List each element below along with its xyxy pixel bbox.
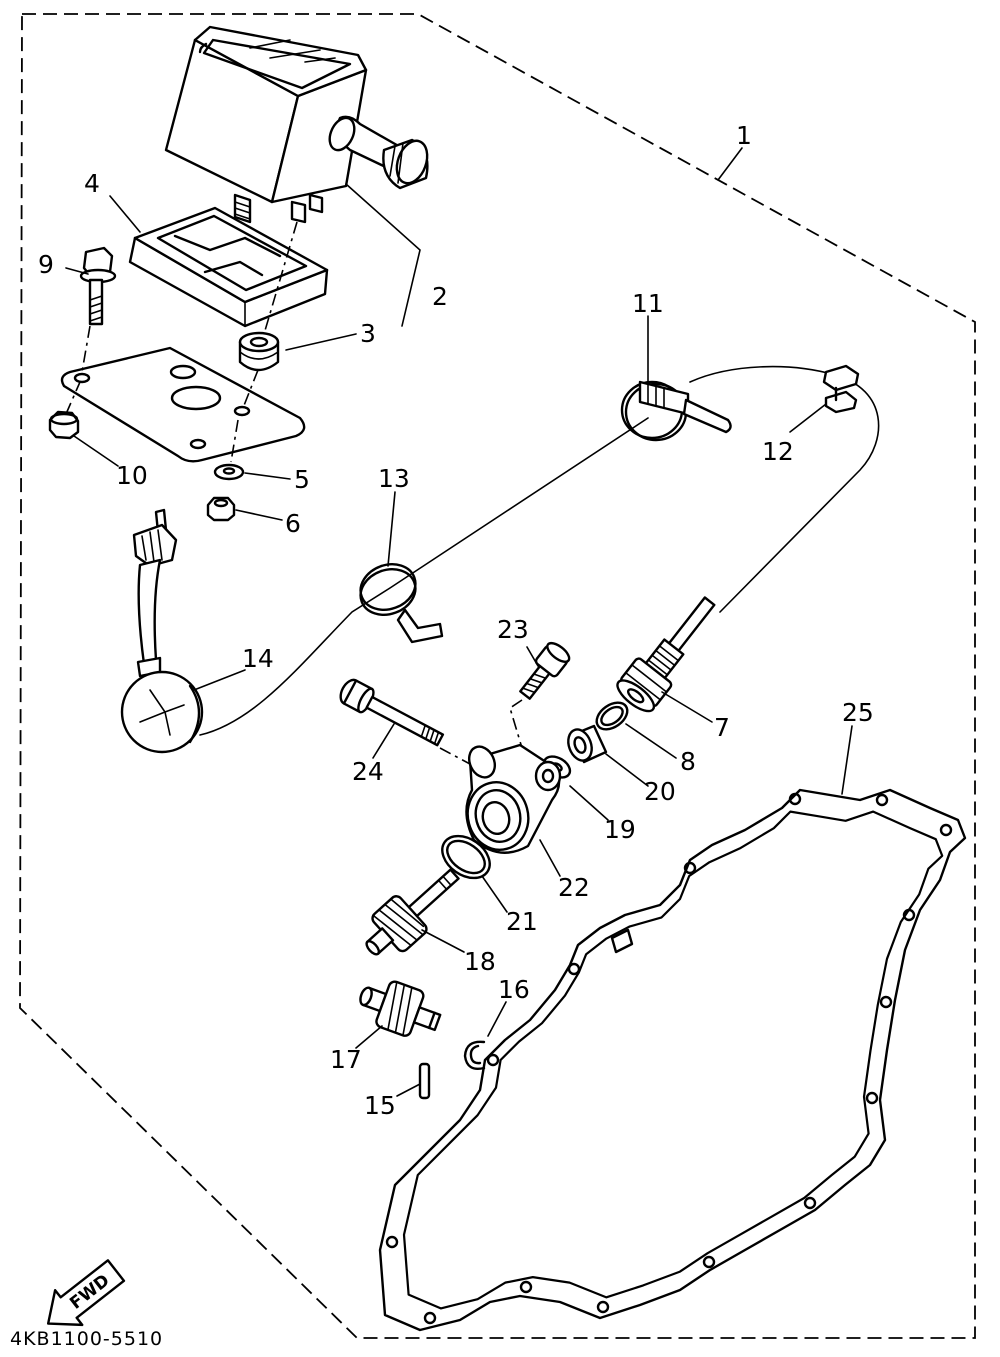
gasket-bolt-holes	[385, 792, 953, 1325]
circlip-16	[463, 1040, 486, 1070]
callout-3: 3	[360, 319, 376, 348]
callout-24: 24	[352, 757, 384, 786]
callout-1: 1	[736, 121, 752, 150]
callout-25: 25	[842, 698, 874, 727]
bolt-24	[339, 678, 445, 747]
bolt-23	[519, 641, 571, 700]
driven-gear-17	[359, 980, 442, 1037]
assembly-boundary	[19, 13, 976, 1339]
callout-7: 7	[714, 713, 730, 742]
gasket-25	[378, 788, 967, 1332]
meter-assembly	[164, 25, 429, 224]
forward-arrow-icon	[46, 1259, 126, 1327]
callout-12: 12	[762, 437, 794, 466]
diagram-code: 4KB1100-5510	[10, 1328, 163, 1350]
callout-17: 17	[330, 1045, 362, 1074]
gear-housing	[465, 743, 562, 854]
callout-2: 2	[432, 282, 448, 311]
callouts: 1 2 3 4 5 6 7 8 9 10 11 12 13 14 15 16 1…	[38, 121, 874, 1120]
callout-22: 22	[558, 873, 590, 902]
callout-8: 8	[680, 747, 696, 776]
callout-20: 20	[644, 777, 676, 806]
washer-5	[213, 463, 245, 481]
callout-11: 11	[632, 289, 664, 318]
callout-14: 14	[242, 644, 274, 673]
callout-23: 23	[497, 615, 529, 644]
callout-18: 18	[464, 947, 496, 976]
callout-5: 5	[294, 465, 310, 494]
cable-clip-12	[822, 364, 860, 414]
nut-10	[48, 410, 80, 440]
mounting-plate	[60, 346, 306, 463]
cable-band-11	[620, 380, 732, 442]
alignment-lines	[65, 221, 523, 765]
callout-15: 15	[364, 1091, 396, 1120]
cable-clamp-13	[359, 563, 444, 644]
grommet	[238, 331, 280, 372]
callout-19: 19	[604, 815, 636, 844]
callout-9: 9	[38, 250, 54, 279]
bolt-9	[79, 246, 117, 326]
callout-13: 13	[378, 464, 410, 493]
drive-gear-18	[365, 868, 460, 956]
pin-15	[418, 1062, 431, 1100]
meter-damper	[128, 206, 329, 328]
trip-reset-knob	[328, 115, 429, 190]
callout-4: 4	[84, 169, 100, 198]
leader-lines	[65, 147, 853, 1097]
cable-meter-end	[120, 508, 204, 754]
callout-10: 10	[116, 461, 148, 490]
o-ring-21	[441, 834, 491, 880]
callout-21: 21	[506, 907, 538, 936]
callout-16: 16	[498, 975, 530, 1004]
bearing-20	[567, 724, 608, 764]
cable-drive-end	[616, 596, 716, 713]
callout-6: 6	[285, 509, 301, 538]
o-ring-8	[595, 701, 629, 731]
nut-6	[206, 496, 236, 522]
